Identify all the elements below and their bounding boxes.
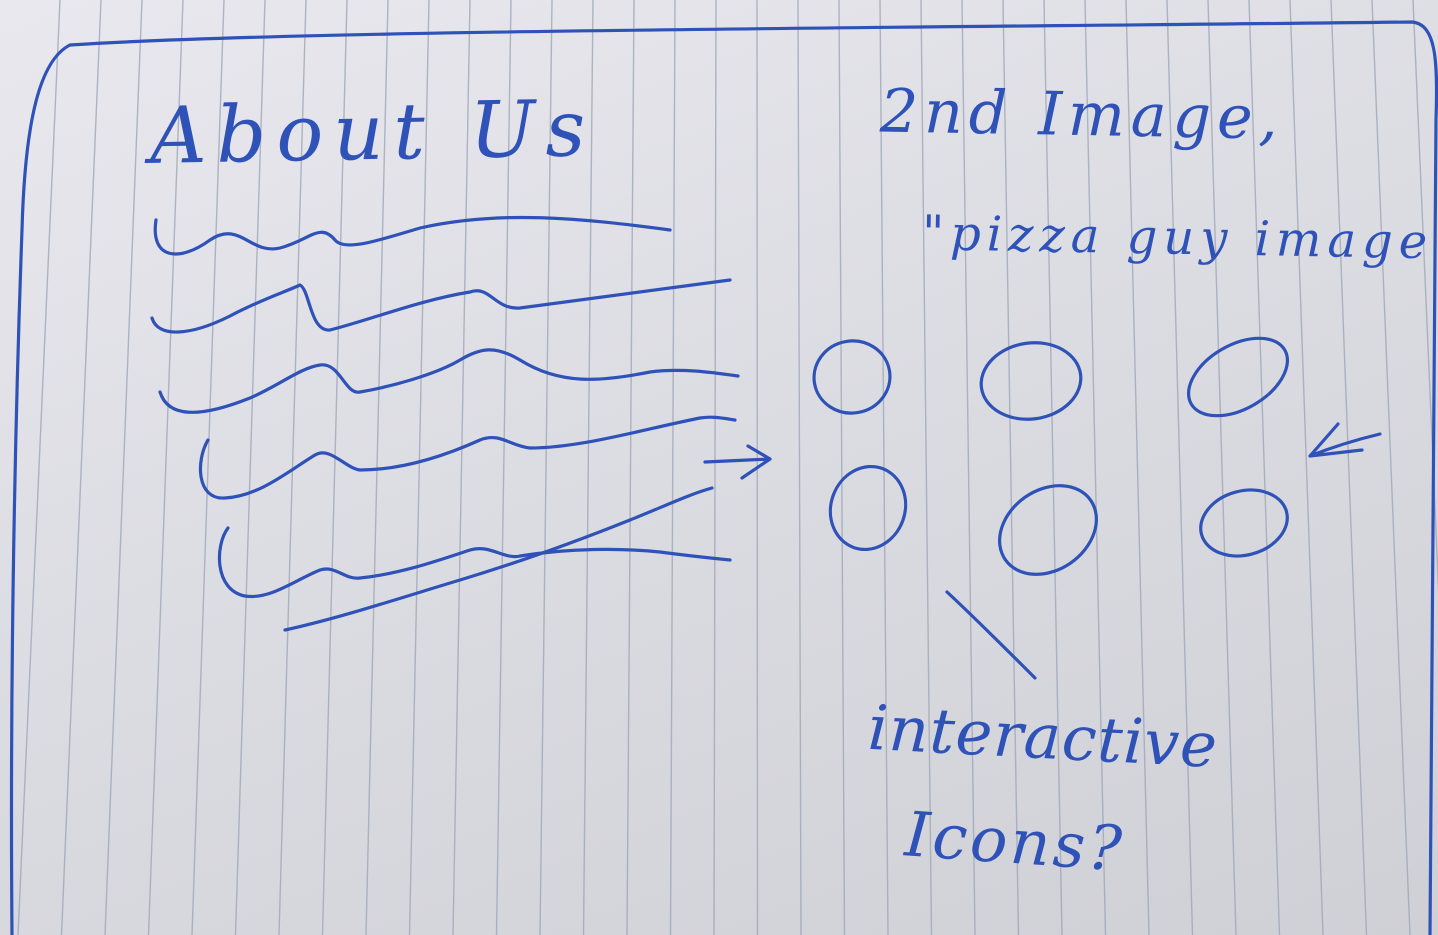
circle-icon bbox=[1186, 336, 1290, 418]
arrow-right-icon bbox=[703, 444, 772, 480]
text-line-6 bbox=[283, 486, 714, 632]
icon-grid bbox=[812, 336, 1290, 576]
image-note-label: "pizza guy image" bbox=[921, 205, 1438, 271]
circle-icon bbox=[979, 341, 1083, 421]
page-title: About Us bbox=[149, 84, 597, 182]
arrow-left-icon bbox=[1308, 422, 1382, 458]
annotation-pointer bbox=[945, 590, 1037, 680]
page-border bbox=[9, 20, 1438, 935]
text-line-5 bbox=[217, 526, 732, 599]
circle-icon bbox=[828, 464, 908, 552]
text-line-2 bbox=[150, 278, 732, 334]
circle-icon bbox=[812, 339, 892, 415]
text-line-4 bbox=[198, 415, 737, 500]
text-placeholder-lines bbox=[150, 215, 740, 632]
circle-icon bbox=[998, 484, 1098, 576]
image-note-title: 2nd Image, bbox=[879, 76, 1285, 154]
icons-note-line-2: Icons? bbox=[902, 797, 1127, 886]
text-line-3 bbox=[158, 348, 740, 414]
circle-icon bbox=[1199, 488, 1289, 558]
text-line-1 bbox=[153, 215, 672, 256]
arrows bbox=[703, 422, 1382, 480]
